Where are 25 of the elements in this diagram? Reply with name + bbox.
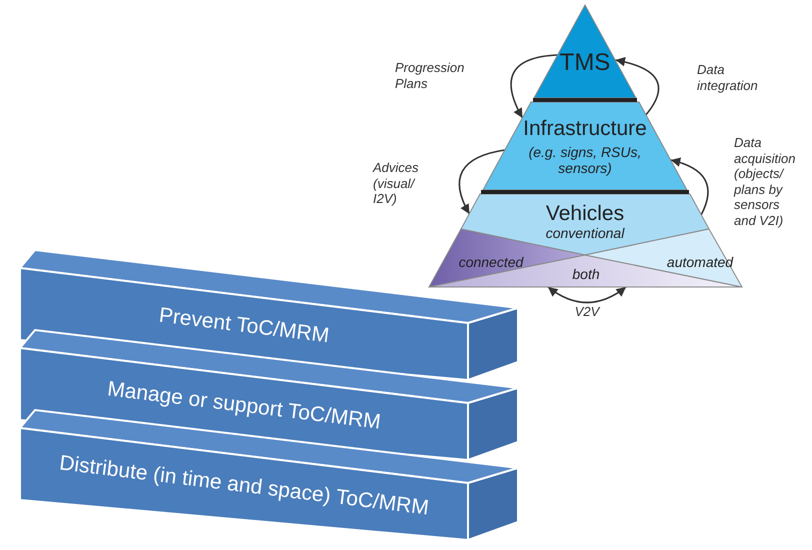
slab-label: Manage or support ToC/MRM (105, 376, 383, 436)
tier-label: Vehicles (544, 202, 626, 226)
curved-arrow (510, 54, 558, 118)
curved-arrow (670, 158, 709, 216)
arrow-label: Data integration (697, 62, 759, 94)
pyramid-tier (483, 102, 687, 190)
arrow-label: Advices (visual/ I2V) (373, 160, 420, 207)
segment-label: automated (666, 254, 734, 270)
slab-label: Distribute (in time and space) ToC/MRM (57, 450, 432, 522)
tier-note: (e.g. signs, RSUs, sensors) (528, 144, 642, 176)
segment-label: connected (458, 254, 525, 270)
tier-label: TMS (558, 49, 612, 77)
arrow-label: V2V (574, 304, 602, 320)
segment-label: both (571, 266, 601, 282)
pyramid-tier (461, 194, 709, 256)
arrow-label: Data acquisition (objects/ plans by sensors and V2I) (734, 135, 796, 229)
pyramid-segment (429, 256, 742, 287)
curved-arrow (615, 57, 660, 116)
tier-note: conventional (544, 225, 626, 242)
curved-arrow (458, 149, 505, 214)
curved-arrow (548, 286, 626, 304)
pyramid-tier (534, 5, 636, 98)
slab-label: Prevent ToC/MRM (156, 302, 332, 350)
arrow-label: Progression Plans (395, 60, 466, 92)
tier-label: Infrastructure (522, 117, 648, 142)
